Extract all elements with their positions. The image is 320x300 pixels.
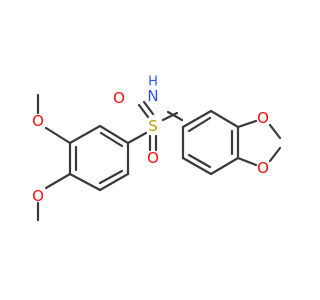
bond-ring1-b-dbl: [99, 131, 124, 148]
bond-ring-s: [126, 131, 148, 145]
atom-h-amide: H: [148, 75, 158, 90]
atom-o-methoxy-bottom: O: [32, 187, 44, 205]
bond-ring2-b: [209, 109, 240, 129]
bond-n-ring2: [166, 110, 184, 122]
atom-o-sulfonyl-bottom: O: [147, 149, 159, 167]
bond-dioxole-b: [268, 123, 282, 140]
bonds: [36, 93, 282, 222]
bond-ring2-d: [209, 156, 240, 176]
bond-ring1-b: [98, 124, 130, 145]
atom-o-sulfonyl-top: O: [113, 89, 125, 107]
bond-s-n: [161, 111, 179, 122]
bond-ring2-a: [181, 109, 213, 129]
molecule-canvas: O O S O O N H O O: [32, 75, 282, 222]
atom-n-amide: N: [147, 87, 158, 105]
bond-dioxole-c: [268, 146, 282, 163]
bond-ring1-a: [68, 124, 102, 145]
bond-s-otop-1: [137, 103, 150, 119]
bond-ring1-e: [68, 172, 102, 192]
bond-dioxole-d: [236, 156, 258, 167]
bond-ring2-a-dbl: [187, 116, 212, 133]
bond-otop-ring: [44, 126, 72, 145]
bond-ring2-e: [181, 156, 213, 176]
bond-ring-obottom: [44, 172, 72, 190]
bond-ring1-d-dbl: [98, 169, 124, 185]
structure-diagram: O O S O O N H O O: [32, 75, 282, 222]
bond-ring2-e-dbl: [187, 153, 212, 169]
atom-o-dioxole-bottom: O: [257, 159, 269, 177]
bond-dioxole-a: [236, 119, 258, 129]
atom-o-methoxy-top: O: [32, 112, 44, 130]
bond-s-otop-2: [142, 100, 155, 116]
atom-labels: O O S O O N H O O: [32, 75, 269, 206]
bond-ring1-d: [98, 172, 130, 192]
atom-s-sulfonyl: S: [148, 117, 158, 135]
atom-o-dioxole-top: O: [257, 109, 269, 127]
